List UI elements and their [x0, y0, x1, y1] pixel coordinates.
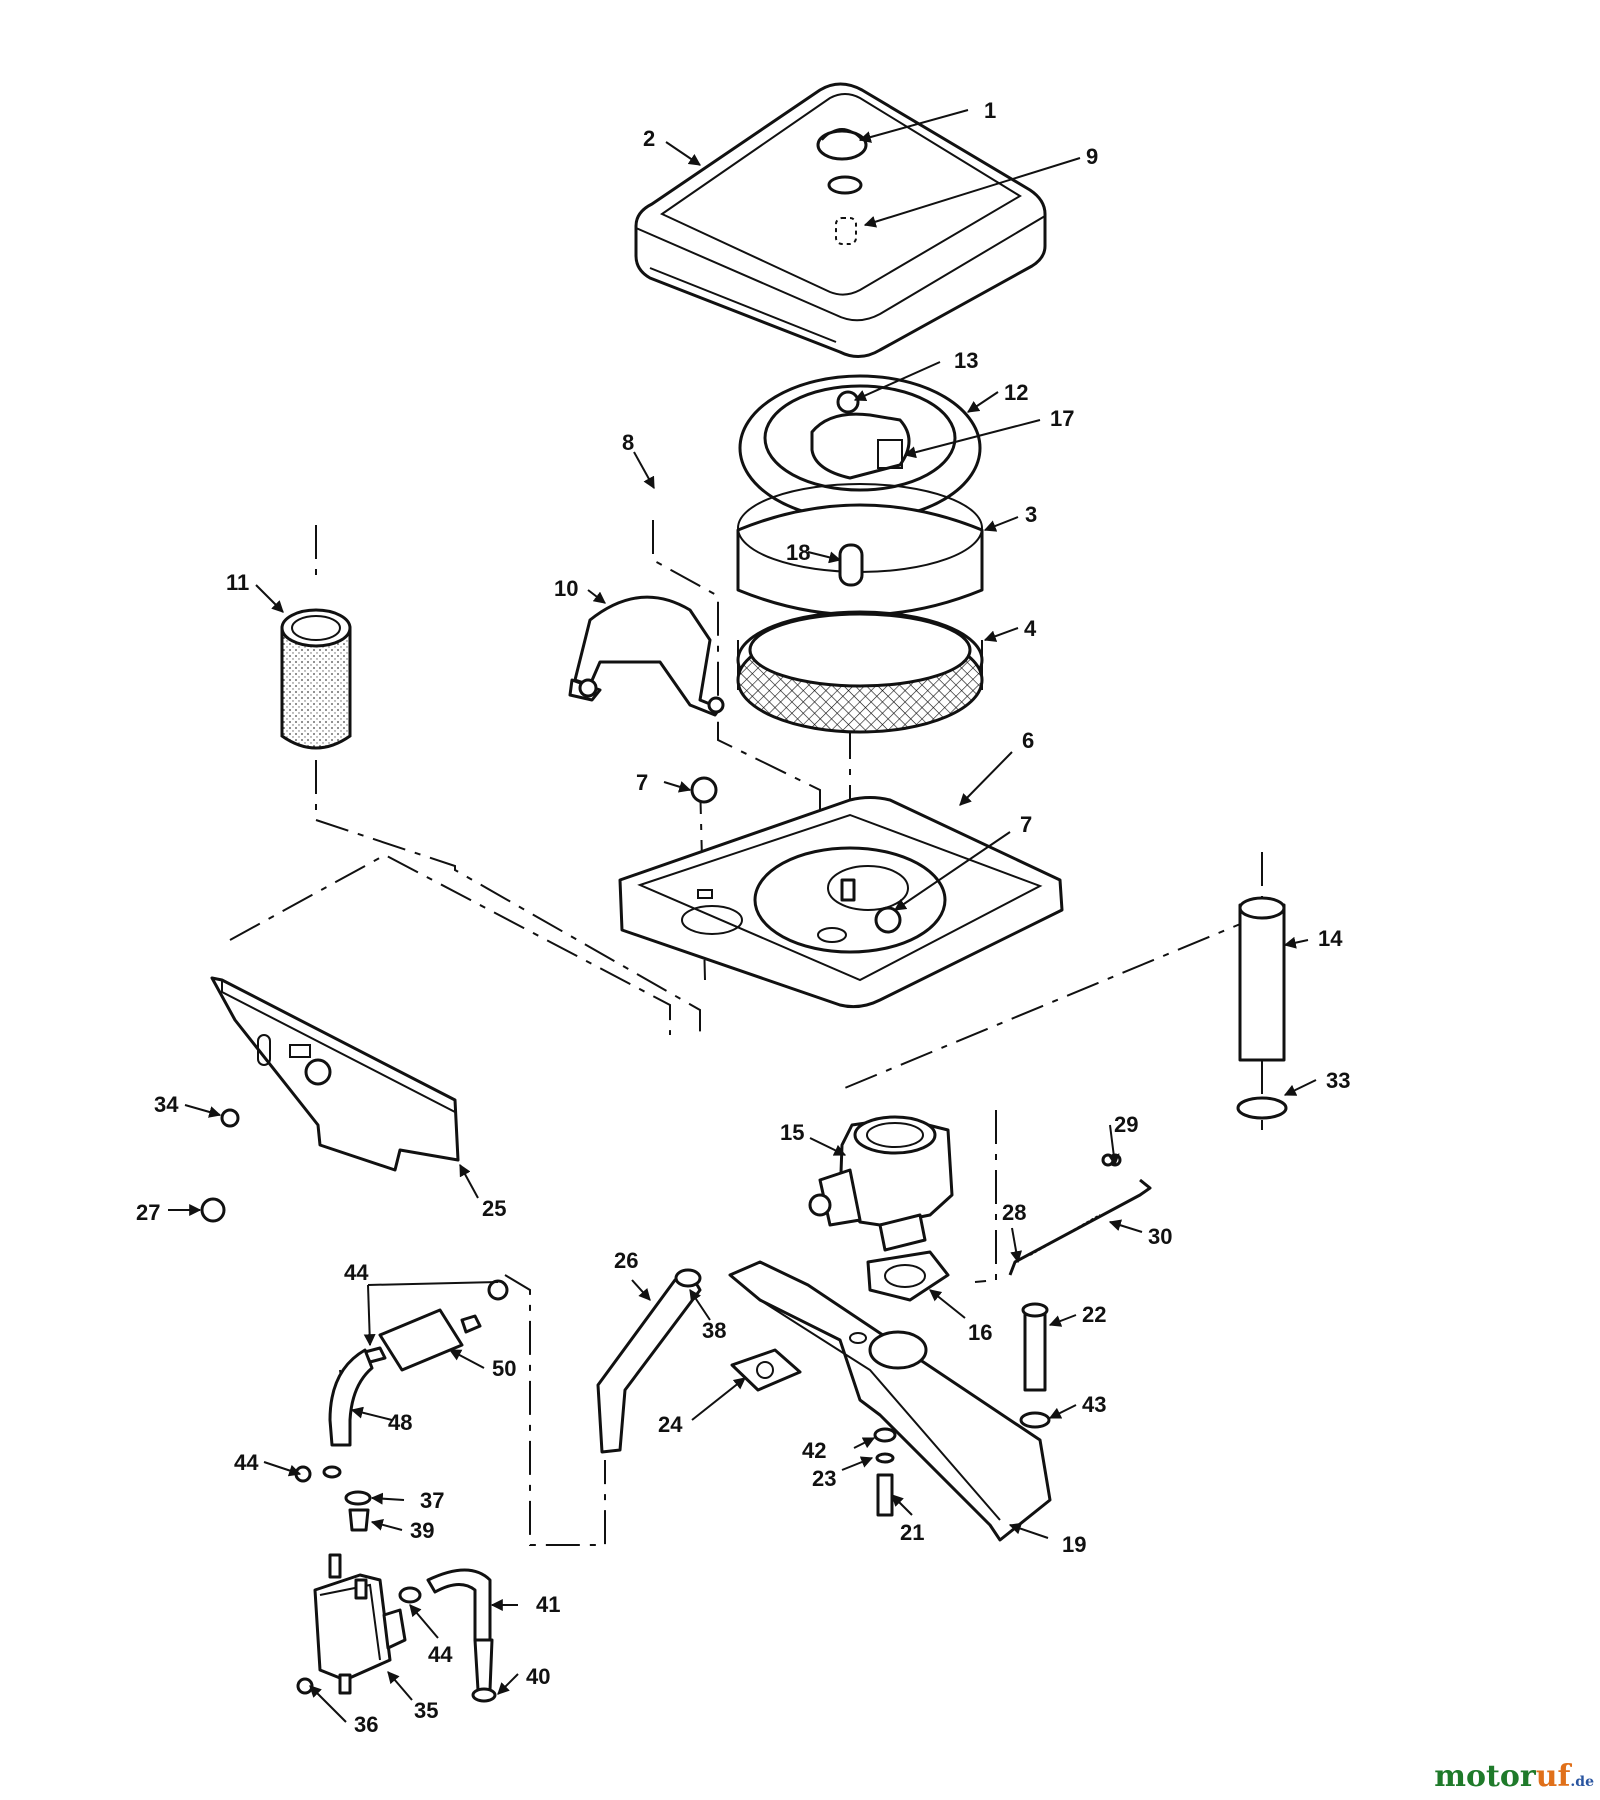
callout-labels: 1 2 3 4 6 7 7 8 9 10 11 12 13 14 15 16 1… [136, 98, 1350, 1737]
callout-30: 30 [1148, 1224, 1172, 1249]
callout-10: 10 [554, 576, 578, 601]
callout-33: 33 [1326, 1068, 1350, 1093]
callout-9: 9 [1086, 144, 1098, 169]
callout-44-top: 44 [344, 1260, 369, 1285]
filter-stack [736, 374, 984, 734]
callout-13: 13 [954, 348, 978, 373]
callout-22: 22 [1082, 1302, 1106, 1327]
callout-12: 12 [1004, 380, 1028, 405]
callout-18: 18 [786, 540, 810, 565]
callout-17: 17 [1050, 406, 1074, 431]
breather-tube [1236, 896, 1288, 1120]
callout-41: 41 [536, 1592, 560, 1617]
callout-23: 23 [812, 1466, 836, 1491]
air-cleaner-base [618, 776, 1064, 1009]
screw-stack [873, 1427, 897, 1517]
bracket [568, 595, 725, 717]
pump-fittings [322, 1465, 372, 1532]
callout-25: 25 [482, 1196, 506, 1221]
fuel-filter [328, 1308, 482, 1447]
callout-36: 36 [354, 1712, 378, 1737]
watermark-accent: uf [1535, 1759, 1571, 1794]
callout-7-left: 7 [636, 770, 648, 795]
air-cleaner-cover [634, 82, 1047, 358]
intake-manifold [728, 1260, 1052, 1542]
callout-21: 21 [900, 1520, 924, 1545]
motoruf-watermark: motoruf.de [1434, 1759, 1594, 1794]
mounting-plate [200, 976, 460, 1223]
callout-44-bottom: 44 [428, 1642, 453, 1667]
callout-8: 8 [622, 430, 634, 455]
callout-1: 1 [984, 98, 996, 123]
watermark-main: motor [1434, 1759, 1536, 1794]
callout-43: 43 [1082, 1392, 1106, 1417]
callout-11: 11 [226, 570, 249, 595]
pre-cleaner-sleeve [280, 608, 352, 750]
callout-40: 40 [526, 1664, 550, 1689]
callout-34: 34 [154, 1092, 179, 1117]
callout-6: 6 [1022, 728, 1034, 753]
callout-29: 29 [1114, 1112, 1138, 1137]
callout-35: 35 [414, 1698, 438, 1723]
callout-16: 16 [968, 1320, 992, 1345]
callout-19: 19 [1062, 1532, 1086, 1557]
callout-38: 38 [702, 1318, 726, 1343]
carburetor [808, 1115, 954, 1252]
callout-4: 4 [1024, 616, 1037, 641]
callout-14: 14 [1318, 926, 1343, 951]
watermark-tld: .de [1570, 1774, 1594, 1790]
callout-44-left: 44 [234, 1450, 259, 1475]
fuel-pump [313, 1553, 407, 1695]
callout-42: 42 [802, 1438, 826, 1463]
callout-50: 50 [492, 1356, 516, 1381]
callout-24: 24 [658, 1412, 683, 1437]
carburetor-gasket [866, 1250, 950, 1302]
callout-39: 39 [410, 1518, 434, 1543]
callout-27: 27 [136, 1200, 160, 1225]
throttle-linkage [1008, 1153, 1152, 1276]
callout-37: 37 [420, 1488, 444, 1513]
pump-hose [398, 1568, 497, 1703]
manifold-gasket [730, 1348, 802, 1392]
bolt-washer [1019, 1302, 1051, 1429]
leader-lines [168, 109, 1317, 1723]
callout-15: 15 [780, 1120, 804, 1145]
vent-hose [596, 1268, 702, 1454]
callout-28: 28 [1002, 1200, 1026, 1225]
callout-3: 3 [1025, 502, 1037, 527]
callout-26: 26 [614, 1248, 638, 1273]
callout-7-right: 7 [1020, 812, 1032, 837]
callout-2: 2 [643, 126, 655, 151]
callout-48: 48 [388, 1410, 412, 1435]
